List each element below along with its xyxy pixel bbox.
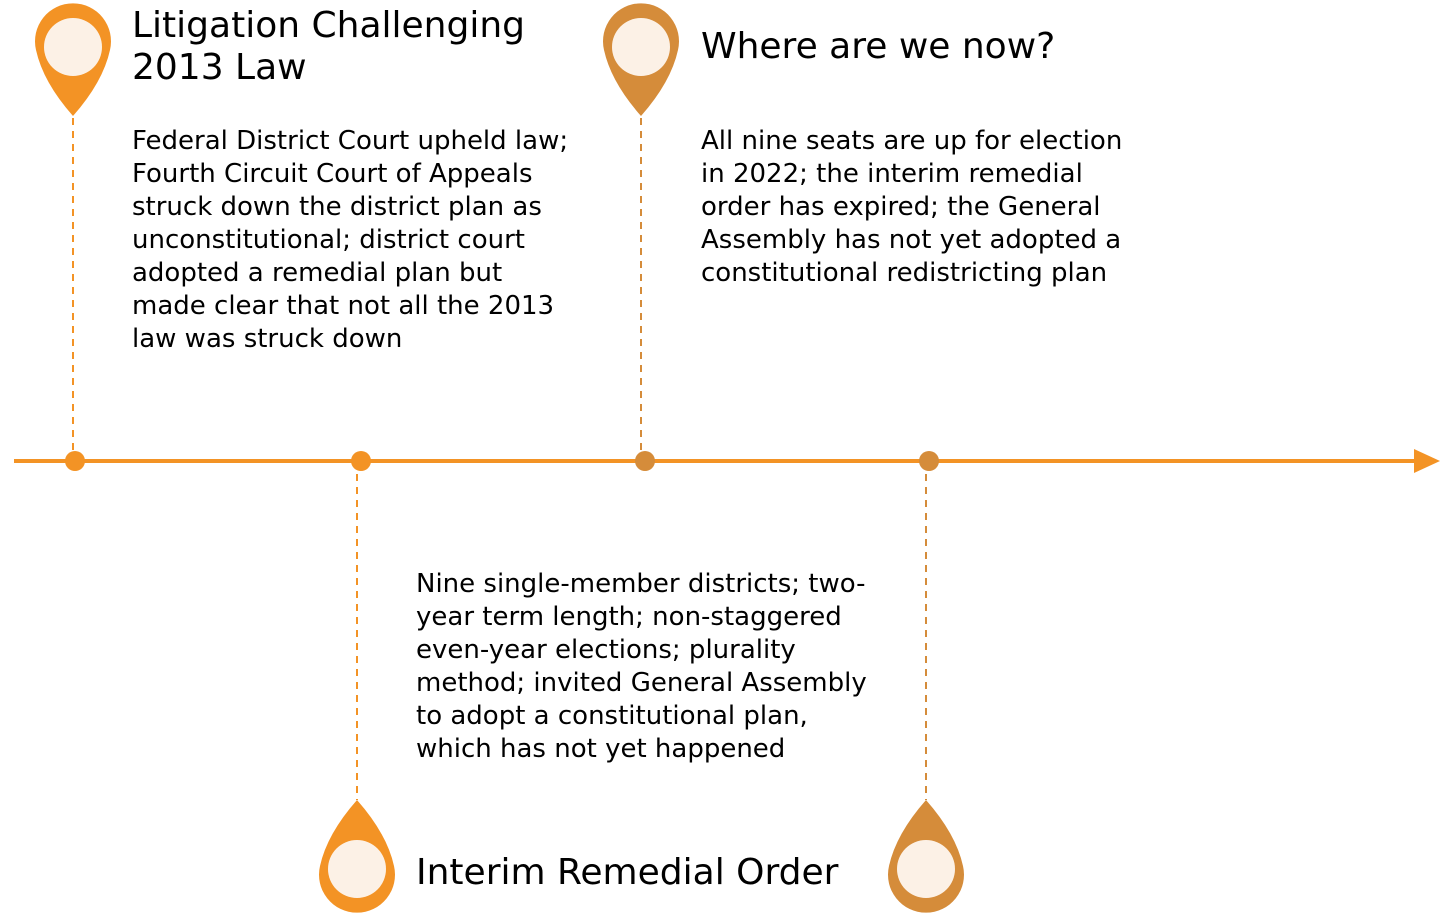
milestone-description-litigation: Federal District Court upheld law; Fourt… (132, 126, 569, 354)
pin-marker-4 (888, 800, 964, 913)
milestone-title-line: 2013 Law (132, 47, 307, 88)
milestone-title-interim-order: Interim Remedial Order (416, 852, 838, 894)
milestone-description-where-now: All nine seats are up for election in 20… (701, 126, 1123, 288)
milestone-title-line: Where are we now? (701, 26, 1056, 67)
milestone-title-where-now: Where are we now? (701, 26, 1055, 68)
axis-dot-2 (351, 451, 371, 471)
axis-dot-3 (635, 451, 655, 471)
milestone-description-interim-order: Nine single-member districts; two-year t… (416, 569, 867, 764)
pin-marker-1 (35, 3, 111, 116)
milestone-title-litigation: Litigation Challenging 2013 Law (132, 5, 525, 89)
milestone-title-line: Interim Remedial Order (416, 852, 839, 893)
axis-dot-4 (919, 451, 939, 471)
timeline-arrowhead (1414, 449, 1440, 473)
milestone-title-line: Litigation Challenging (132, 5, 525, 46)
pin-marker-2 (319, 800, 395, 913)
pin-marker-3 (603, 3, 679, 117)
axis-dot-1 (65, 451, 85, 471)
